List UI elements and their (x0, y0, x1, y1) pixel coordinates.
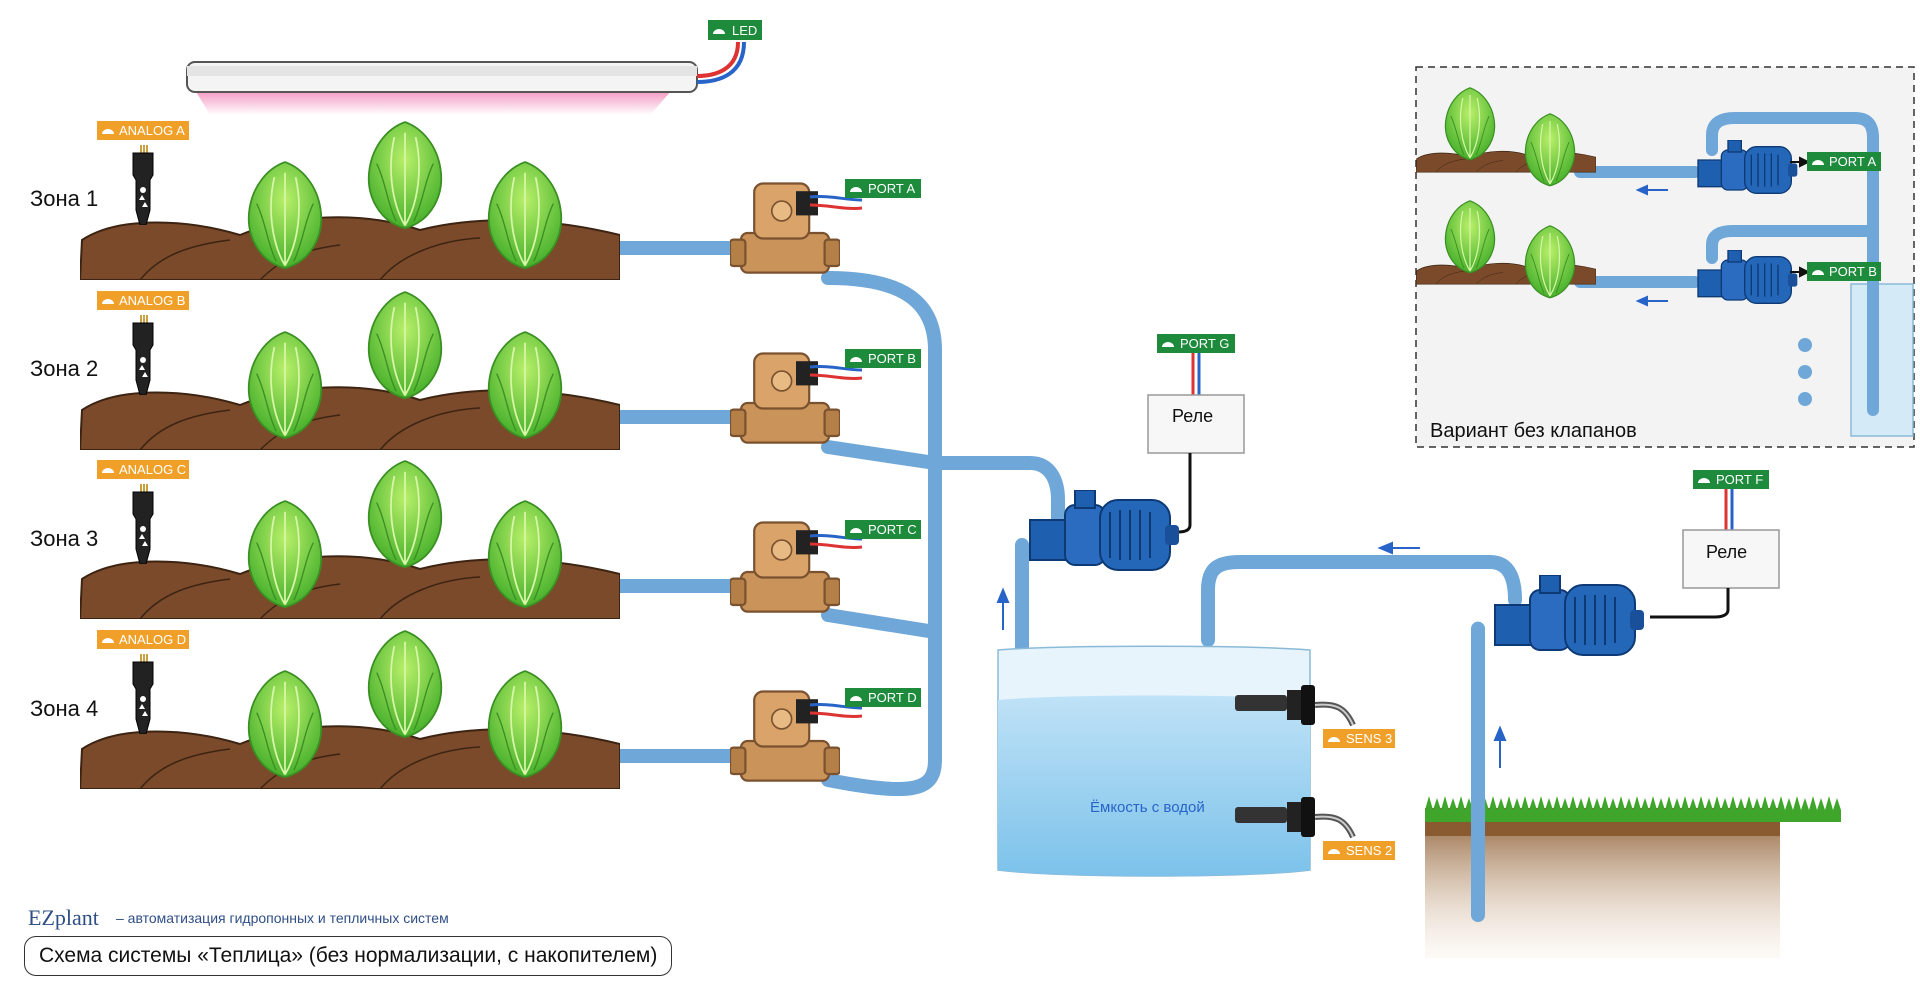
ground-well (1425, 633, 1841, 958)
connector-icon (713, 29, 725, 34)
sens-tag-2: SENS 2 (1323, 841, 1395, 860)
svg-text:ANALOG A: ANALOG A (119, 123, 185, 138)
sensor-tag-b: ANALOG B (97, 291, 189, 310)
flow-arrows (996, 541, 1507, 768)
svg-text:SENS 2: SENS 2 (1346, 843, 1392, 858)
zone-1 (80, 121, 863, 280)
svg-text:PORT A: PORT A (868, 181, 916, 196)
zone-4 (80, 630, 863, 789)
port-tag-a: PORT A (845, 179, 921, 198)
zone-1-label: Зона 1 (30, 186, 98, 211)
sensor-tag-a: ANALOG A (97, 121, 189, 140)
led-tag: LED (708, 20, 762, 40)
port-tag-b: PORT B (845, 349, 921, 368)
variant-port-a: PORT A (1807, 152, 1881, 171)
svg-text:SENS 3: SENS 3 (1346, 731, 1392, 746)
connector-icon (102, 129, 114, 134)
soil-sensor-icon (132, 484, 154, 564)
connector-icon (1812, 160, 1824, 165)
svg-text:ANALOG C: ANALOG C (119, 462, 186, 477)
relay-f: PORT F Реле (1650, 470, 1780, 619)
water-tank: Ёмкость с водой (997, 645, 1353, 877)
relay-g: PORT G Реле (1147, 334, 1245, 534)
soil-sensor-icon (132, 315, 154, 395)
connector-icon (850, 357, 862, 362)
svg-text:PORT F: PORT F (1716, 472, 1763, 487)
tank-label: Ёмкость с водой (1090, 799, 1205, 816)
connector-icon (1812, 270, 1824, 275)
zone-4-label: Зона 4 (30, 696, 98, 721)
port-tag-c: PORT C (845, 520, 921, 539)
connector-icon (850, 696, 862, 701)
variant-port-b: PORT B (1807, 262, 1881, 281)
svg-text:LED: LED (732, 23, 757, 38)
svg-text:PORT D: PORT D (868, 690, 917, 705)
svg-text:PORT B: PORT B (868, 351, 916, 366)
connector-icon (850, 528, 862, 533)
connector-icon (1328, 737, 1340, 742)
led-strip (186, 41, 746, 115)
page-title: Схема системы «Теплица» (без нормализаци… (24, 936, 673, 976)
connector-icon (1698, 478, 1710, 483)
connector-icon (1162, 342, 1174, 347)
variant-label: Вариант без клапанов (1430, 420, 1637, 442)
variant-panel: Вариант без клапанов (1415, 66, 1915, 448)
svg-text:ANALOG B: ANALOG B (119, 293, 185, 308)
svg-text:PORT A: PORT A (1829, 154, 1877, 169)
soil-sensor-icon (132, 145, 154, 225)
zone-2-label: Зона 2 (30, 356, 98, 381)
connector-icon (102, 638, 114, 643)
port-tag-d: PORT D (845, 688, 921, 707)
connector-icon (1328, 849, 1340, 854)
svg-text:PORT C: PORT C (868, 522, 917, 537)
zone-3 (80, 460, 863, 619)
sens-tag-3: SENS 3 (1323, 729, 1395, 748)
svg-text:Реле: Реле (1706, 542, 1747, 562)
connector-icon (102, 299, 114, 304)
svg-text:ANALOG D: ANALOG D (119, 632, 186, 647)
connector-icon (102, 468, 114, 473)
svg-text:Реле: Реле (1172, 406, 1213, 426)
svg-text:PORT G: PORT G (1180, 336, 1229, 351)
brand-tagline: – автоматизация гидропонных и тепличных … (116, 910, 449, 926)
sensor-tag-c: ANALOG C (97, 460, 189, 479)
zone-3-label: Зона 3 (30, 526, 98, 551)
soil-sensor-icon (132, 654, 154, 734)
connector-icon (850, 187, 862, 192)
zone-2 (80, 291, 863, 450)
svg-text:PORT B: PORT B (1829, 264, 1877, 279)
brand-name: EZplant (28, 905, 99, 930)
sensor-tag-d: ANALOG D (97, 630, 189, 649)
